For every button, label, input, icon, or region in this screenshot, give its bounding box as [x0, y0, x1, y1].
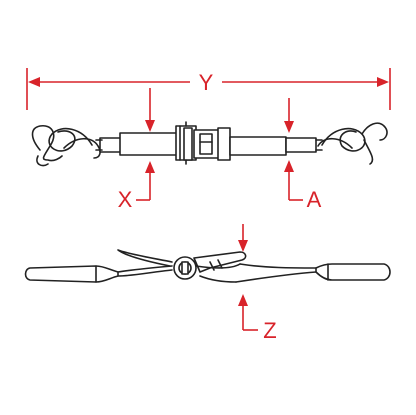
ratchet-buckle: [175, 121, 231, 165]
dimension-y: Y: [26, 68, 391, 110]
side-right-strap-end: [315, 263, 391, 281]
label-x: X: [118, 187, 133, 212]
label-z: Z: [263, 318, 276, 343]
label-y: Y: [199, 70, 214, 95]
label-a: A: [307, 187, 322, 212]
side-left-strap-end: [24, 265, 119, 283]
left-strap: [99, 137, 123, 153]
right-s-hook: [321, 127, 366, 152]
left-s-hook: [48, 127, 93, 152]
dimension-a: A: [284, 98, 322, 212]
tie-down-top-view: [31, 121, 388, 167]
right-strap: [229, 136, 287, 156]
side-ratchet: [173, 251, 247, 283]
dimension-z: Z: [238, 224, 277, 343]
tie-down-side-view: [24, 249, 391, 283]
dimension-x: X: [118, 88, 155, 212]
